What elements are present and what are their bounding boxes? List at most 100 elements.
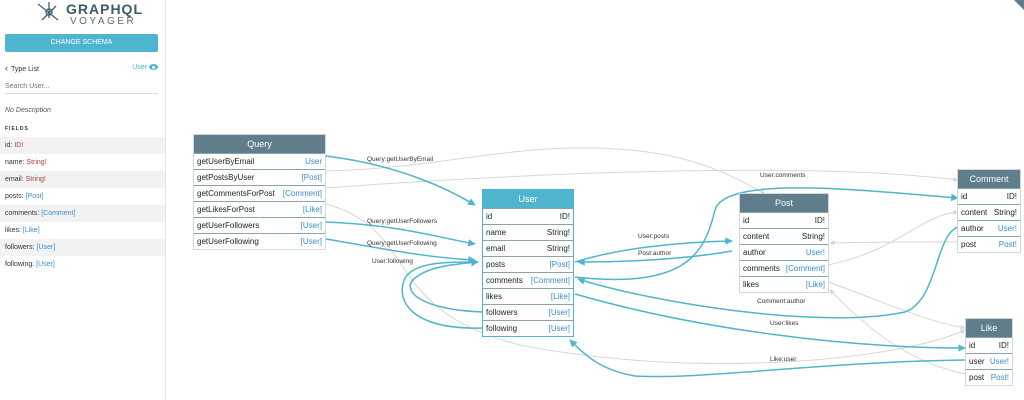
node-field-type[interactable]: Post! — [990, 373, 1009, 382]
edge-user-following[interactable] — [401, 258, 484, 329]
node-field-name: followers — [486, 308, 518, 317]
type-list-back-link[interactable]: ‹Type List — [5, 64, 39, 74]
sidebar-field-type[interactable]: [Post] — [25, 193, 44, 200]
edge-query-getuserfollowers[interactable] — [325, 221, 476, 247]
node-field-type: ID! — [998, 341, 1009, 350]
node-field-type[interactable]: [Post] — [549, 260, 570, 269]
edge-query-comments[interactable] — [325, 169, 959, 189]
sidebar-field-row[interactable]: id: ID! — [0, 137, 165, 154]
sidebar-field-type[interactable]: [Like] — [22, 227, 40, 234]
sidebar-field-row[interactable]: email: String! — [0, 171, 165, 188]
node-field-type[interactable]: [Comment] — [282, 189, 322, 198]
node-field-type[interactable]: [User] — [300, 237, 322, 246]
node-field-type: ID! — [1006, 192, 1017, 201]
edge-comment-author[interactable] — [577, 226, 959, 319]
sidebar-field-row[interactable]: name: String! — [0, 154, 165, 171]
edge-like-user[interactable] — [569, 339, 966, 378]
sidebar-field-row[interactable]: posts: [Post] — [0, 188, 165, 205]
node-field-type[interactable]: [User] — [548, 308, 570, 317]
node-field-type[interactable]: Post! — [998, 240, 1017, 249]
edge-like-post[interactable] — [829, 289, 966, 375]
edge-query-posts[interactable] — [325, 147, 766, 195]
node-field-type[interactable]: [Like] — [302, 205, 322, 214]
corner-toggle-icon[interactable] — [1014, 0, 1024, 10]
node-user-field-row[interactable]: comments[Comment] — [483, 272, 573, 288]
node-comment-field-row[interactable]: post Post! — [958, 236, 1020, 252]
node-query-field-row[interactable]: getUserFollowers[User] — [194, 217, 325, 233]
node-user-field-row[interactable]: followers [User] — [483, 304, 573, 320]
edge-post-comments[interactable] — [827, 209, 959, 266]
sidebar-field-row[interactable]: followers: [User] — [0, 239, 165, 256]
node-query-field-row[interactable]: getPostsByUser[Post] — [194, 169, 325, 185]
current-type-link[interactable]: User — [132, 64, 158, 71]
eye-icon[interactable] — [149, 64, 158, 70]
edge-user-comments[interactable] — [574, 187, 959, 281]
node-user-field-row[interactable]: likes [Like] — [483, 288, 573, 304]
edge-user-likes[interactable] — [574, 293, 966, 352]
node-field-type[interactable]: [Comment] — [530, 276, 570, 285]
node-field-type: String! — [546, 228, 570, 237]
sidebar-field-row[interactable]: following: [User] — [0, 256, 165, 273]
node-field-type[interactable]: User! — [997, 224, 1017, 233]
node-field-name: post — [961, 240, 977, 249]
node-field-name: comments — [743, 264, 780, 273]
node-field-type[interactable]: [User] — [300, 221, 322, 230]
node-field-name: id — [743, 216, 750, 225]
node-field-type[interactable]: [Like] — [805, 280, 825, 289]
sidebar-field-type[interactable]: [User] — [36, 244, 56, 251]
sidebar-field-name: followers: — [5, 244, 37, 251]
node-field-name: posts — [486, 260, 506, 269]
sidebar-field-type[interactable]: [Comment] — [41, 210, 76, 217]
node-field-type[interactable]: User — [305, 157, 322, 166]
node-field-type[interactable]: User! — [805, 248, 825, 257]
node-field-name: id — [969, 341, 976, 350]
node-like-field-row[interactable]: id ID! — [966, 337, 1012, 353]
edge-query-getuserfollowing[interactable] — [325, 238, 476, 264]
node-field-name: getCommentsForPost — [197, 189, 275, 198]
node-query-field-row[interactable]: getLikesForPost[Like] — [194, 201, 325, 217]
edge-post-likes[interactable] — [827, 281, 966, 330]
node-field-type[interactable]: [User] — [548, 324, 570, 333]
sidebar-field-row[interactable]: likes: [Like] — [0, 222, 165, 239]
node-user-field-row[interactable]: posts [Post] — [483, 256, 573, 272]
node-query-field-row[interactable]: getUserFollowing[User] — [194, 233, 325, 249]
edge-post-author[interactable] — [577, 250, 733, 266]
edge-query-likes[interactable] — [325, 203, 966, 365]
edge-user-followers[interactable] — [409, 258, 484, 313]
node-field-name: likes — [486, 292, 503, 301]
node-post-field-row[interactable]: likes[Like] — [740, 276, 828, 292]
node-field-type[interactable]: [Post] — [301, 173, 322, 182]
node-field-type[interactable]: [Comment] — [785, 264, 825, 273]
edge-comment-post[interactable] — [829, 240, 959, 246]
edge-query-getuserbyemail[interactable] — [325, 155, 476, 206]
node-field-type[interactable]: User! — [989, 357, 1009, 366]
node-user-field-row[interactable]: following[User] — [483, 320, 573, 336]
search-input[interactable] — [5, 80, 158, 94]
edge-user-posts[interactable] — [574, 237, 733, 263]
sidebar-field-row[interactable]: comments: [Comment] — [0, 205, 165, 222]
node-post-field-row[interactable]: comments [Comment] — [740, 260, 828, 276]
node-field-type[interactable]: [Like] — [550, 292, 570, 301]
node-query-field-row[interactable]: getCommentsForPost [Comment] — [194, 185, 325, 201]
change-schema-button[interactable]: CHANGE SCHEMA — [5, 34, 158, 52]
node-field-name: email — [486, 244, 506, 253]
sidebar-field-type[interactable]: [User] — [36, 261, 55, 268]
